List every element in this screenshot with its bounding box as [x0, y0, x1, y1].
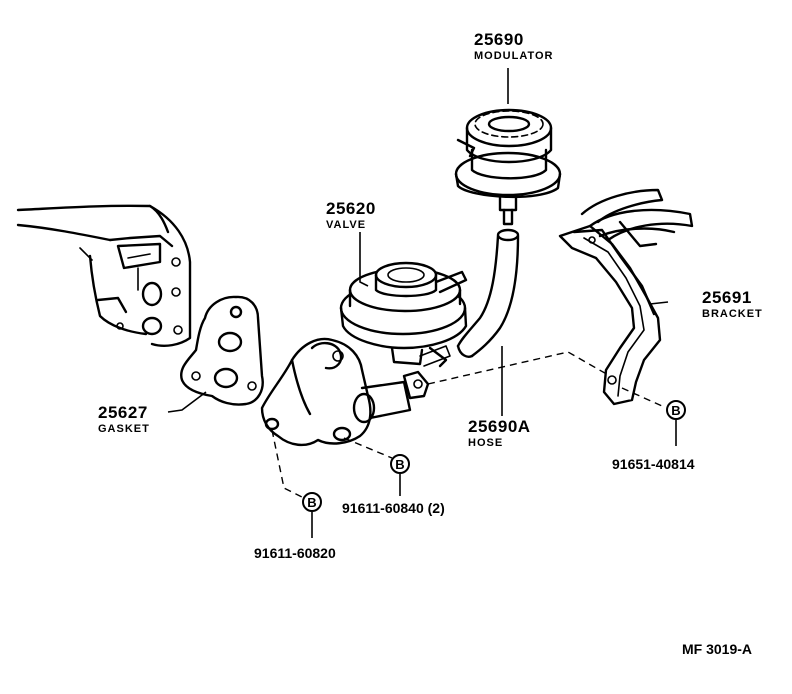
gasket-drawing: [180, 295, 264, 406]
assembly-lines: [271, 351, 663, 499]
valve-drawing: [339, 261, 468, 368]
gasket-part-name: GASKET: [98, 423, 150, 435]
svg-text:B: B: [671, 403, 680, 418]
flange-bolt-part-number: 91611-60820: [254, 545, 336, 561]
valve-body-drawing: [260, 337, 451, 447]
svg-text:B: B: [395, 457, 404, 472]
valve-part-number: 25620: [326, 199, 376, 218]
gasket-part-number: 25627: [98, 403, 148, 422]
bolt-marker-valve: B: [390, 454, 410, 474]
hose-part-name: HOSE: [468, 437, 503, 449]
leader-lines: [167, 68, 677, 538]
modulator-part-number: 25690: [474, 30, 524, 49]
hose-drawing: [456, 228, 520, 358]
bolt-marker-flange: B: [302, 492, 322, 512]
svg-text:B: B: [307, 495, 316, 510]
valve-bolt-part-number: 91611-60840 (2): [342, 500, 445, 516]
figure-code: MF 3019-A: [682, 641, 752, 657]
bracket-drawing: [558, 188, 694, 406]
engine-block-drawing: [16, 204, 192, 347]
bracket-part-name: BRACKET: [702, 308, 763, 320]
bracket-part-number: 25691: [702, 288, 752, 307]
valve-part-name: VALVE: [326, 219, 366, 231]
bolt-marker-bracket: B: [666, 400, 686, 420]
bracket-bolt-part-number: 91651-40814: [612, 456, 695, 472]
modulator-drawing: [454, 108, 562, 226]
hose-part-number: 25690A: [468, 417, 531, 436]
modulator-part-name: MODULATOR: [474, 50, 553, 62]
